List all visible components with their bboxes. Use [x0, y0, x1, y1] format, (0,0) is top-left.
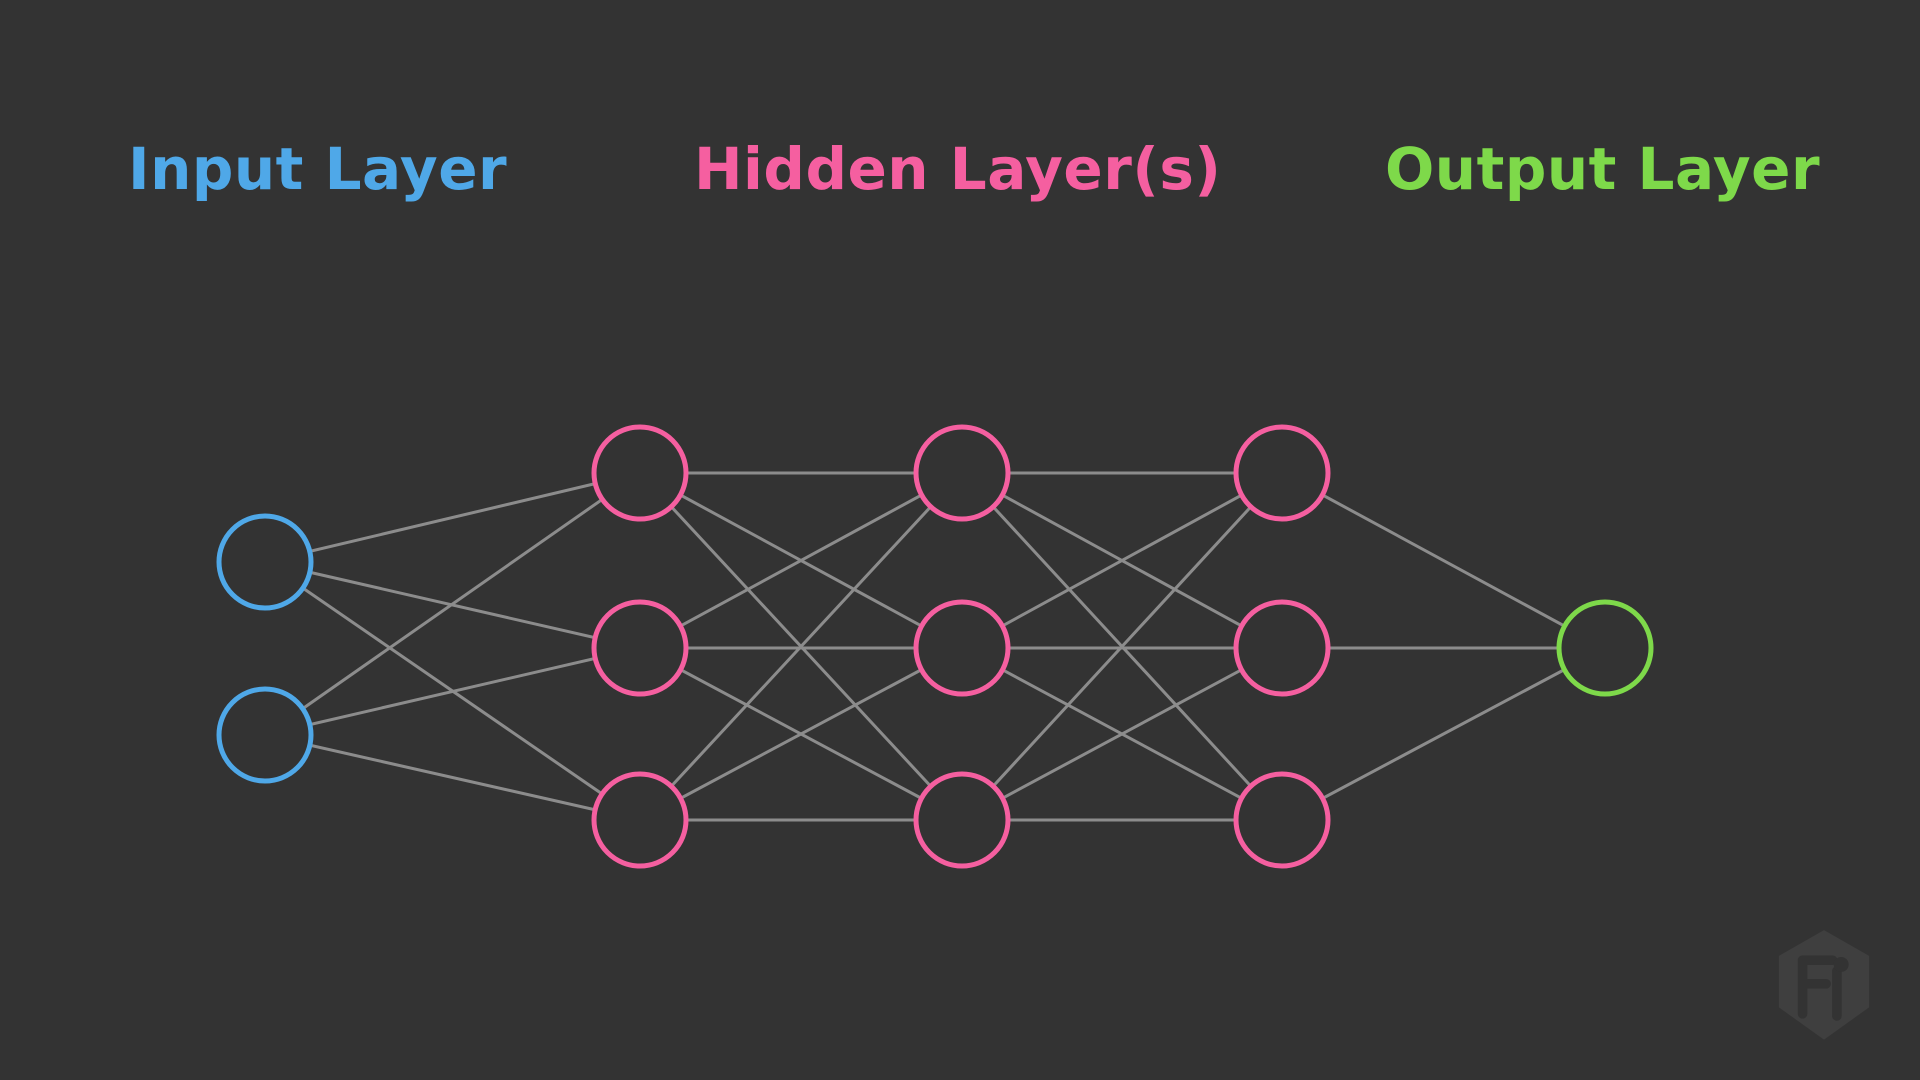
connection-line: [1280, 646, 1607, 822]
network-node-o1: [1556, 599, 1654, 697]
connection-line: [960, 471, 1284, 650]
network-node-i2: [216, 686, 314, 784]
output-layer-label: Output Layer: [1385, 135, 1821, 203]
network-node-h3_1: [1233, 424, 1331, 522]
node-fill: [916, 427, 1008, 519]
hidden-layer-label: Hidden Layer(s): [694, 135, 1222, 203]
node-fill: [1559, 602, 1651, 694]
node-fill: [1236, 602, 1328, 694]
network-node-h2_3: [913, 771, 1011, 869]
network-node-h1_3: [591, 771, 689, 869]
node-fill: [594, 427, 686, 519]
connection-line: [638, 471, 964, 650]
connection-line: [960, 471, 1284, 822]
network-nodes: [216, 424, 1654, 869]
connection-line: [1280, 471, 1607, 650]
node-fill: [594, 602, 686, 694]
network-node-h3_2: [1233, 599, 1331, 697]
node-fill: [1236, 774, 1328, 866]
connection-line: [638, 471, 964, 822]
input-layer-label: Input Layer: [128, 135, 508, 203]
connection-edges: [263, 471, 1607, 822]
node-fill: [916, 774, 1008, 866]
network-node-h2_2: [913, 599, 1011, 697]
connection-line: [960, 646, 1284, 822]
node-fill: [1236, 427, 1328, 519]
network-node-h1_1: [591, 424, 689, 522]
connection-line: [263, 471, 642, 564]
connection-line: [263, 733, 642, 822]
network-node-h1_2: [591, 599, 689, 697]
node-fill: [219, 516, 311, 608]
connection-line: [263, 646, 642, 737]
node-fill: [916, 602, 1008, 694]
network-node-i1: [216, 513, 314, 611]
connection-line: [263, 471, 642, 737]
node-fill: [594, 774, 686, 866]
network-node-h2_1: [913, 424, 1011, 522]
connection-line: [638, 646, 964, 822]
network-node-h3_3: [1233, 771, 1331, 869]
node-fill: [219, 689, 311, 781]
treehouse-logo-icon: [1778, 930, 1870, 1040]
